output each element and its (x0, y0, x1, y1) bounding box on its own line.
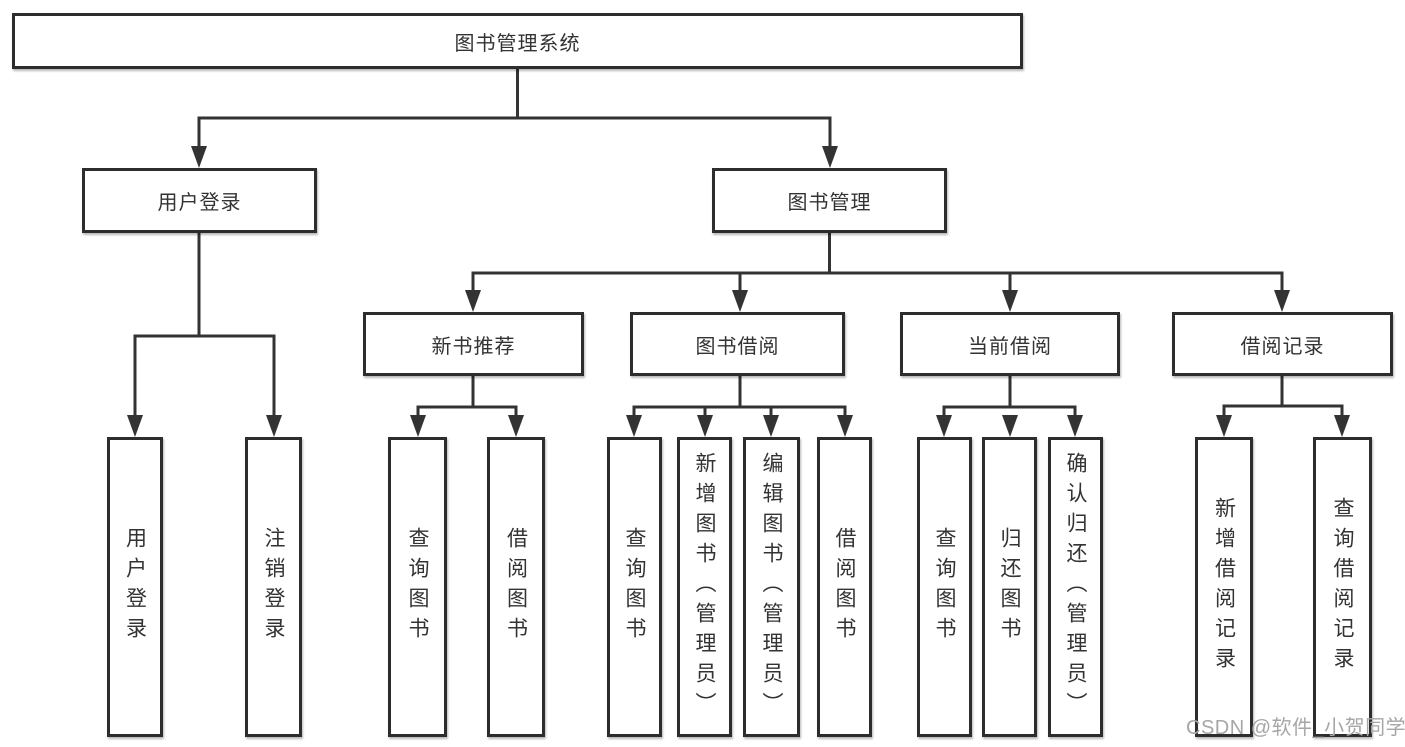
leaf-query-books-borrow-label: 查询图书 (623, 527, 646, 647)
leaf-user-login: 用户登录 (107, 437, 163, 737)
node-current-borrowing-label: 当前借阅 (968, 335, 1052, 358)
leaf-edit-books-admin: 编辑图书（管理员） (743, 437, 800, 737)
node-current-borrowing: 当前借阅 (900, 312, 1120, 376)
leaf-add-books-admin: 新增图书（管理员） (677, 437, 732, 737)
arrowheads (127, 146, 1350, 437)
leaf-add-books-admin-label: 新增图书（管理员） (693, 452, 716, 722)
leaf-query-books-recommend: 查询图书 (388, 437, 447, 737)
node-root-system-label: 图书管理系统 (454, 32, 581, 55)
connector-lines (133, 69, 1344, 415)
leaf-borrow-books: 借阅图书 (817, 437, 872, 737)
leaf-confirm-return-admin: 确认归还（管理员） (1048, 437, 1103, 737)
leaf-borrow-books-recommend: 借阅图书 (487, 437, 545, 737)
leaf-user-login-label: 用户登录 (123, 527, 147, 647)
node-borrowing-records: 借阅记录 (1172, 312, 1393, 376)
leaf-query-books-current-label: 查询图书 (933, 527, 956, 647)
node-book-management-label: 图书管理 (787, 192, 872, 214)
csdn-watermark: CSDN @软件_小贺同学 (1186, 717, 1405, 739)
node-new-book-recommend-label: 新书推荐 (431, 335, 516, 358)
node-new-book-recommend: 新书推荐 (363, 312, 584, 376)
node-user-login-branch: 用户登录 (82, 168, 317, 233)
leaf-query-books-recommend-label: 查询图书 (406, 527, 429, 647)
node-root-system: 图书管理系统 (12, 13, 1023, 69)
node-borrowing-records-label: 借阅记录 (1240, 335, 1325, 358)
leaf-add-borrow-record-label: 新增借阅记录 (1212, 497, 1236, 677)
leaf-logout: 注销登录 (245, 437, 302, 737)
leaf-borrow-books-label: 借阅图书 (833, 527, 856, 647)
leaf-confirm-return-admin-label: 确认归还（管理员） (1064, 452, 1087, 722)
node-book-borrowing-label: 图书借阅 (695, 335, 780, 358)
leaf-edit-books-admin-label: 编辑图书（管理员） (760, 452, 783, 722)
leaf-return-books-label: 归还图书 (998, 527, 1021, 647)
leaf-add-borrow-record: 新增借阅记录 (1195, 437, 1253, 737)
leaf-return-books: 归还图书 (982, 437, 1037, 737)
leaf-query-borrow-record-label: 查询借阅记录 (1331, 497, 1354, 677)
node-user-login-branch-label: 用户登录 (157, 192, 242, 214)
leaf-borrow-books-recommend-label: 借阅图书 (504, 527, 528, 647)
leaf-logout-label: 注销登录 (262, 527, 285, 647)
leaf-query-books-current: 查询图书 (917, 437, 972, 737)
node-book-borrowing: 图书借阅 (630, 312, 845, 376)
leaf-query-books-borrow: 查询图书 (607, 437, 662, 737)
leaf-query-borrow-record: 查询借阅记录 (1313, 437, 1372, 737)
node-book-management: 图书管理 (712, 168, 947, 233)
